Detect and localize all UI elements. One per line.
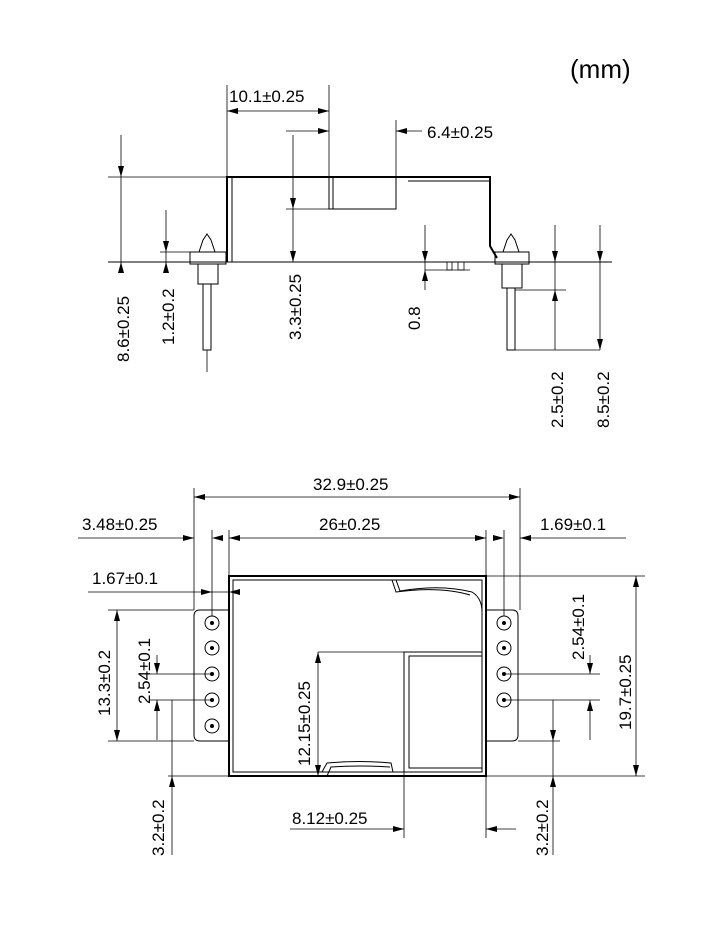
top-right-pins [496, 615, 512, 708]
dim-2-5: 2.5±0.2 [548, 371, 567, 428]
dim-1-67: 1.67±0.1 [92, 569, 158, 588]
side-right-pin [494, 233, 600, 351]
dim-8-6: 8.6±0.25 [114, 296, 133, 362]
side-view: 10.1±0.25 6.4±0.25 8.6±0.25 1.2±0.2 3.3±… [108, 85, 613, 428]
dim-0-8: 0.8 [405, 306, 424, 330]
dim-3-3: 3.3±0.25 [286, 274, 305, 340]
dim-19-7: 19.7±0.25 [616, 654, 635, 730]
side-left-pin [189, 233, 227, 372]
dim-13-3: 13.3±0.2 [95, 650, 114, 716]
dim-6-4: 6.4±0.25 [427, 123, 493, 142]
dim-26: 26±0.25 [319, 515, 380, 534]
dim-left-2-54: 2.54±0.1 [135, 638, 154, 704]
top-left-pin-tab [193, 609, 229, 742]
top-bottom-slot [321, 761, 394, 773]
top-curved-notch [395, 579, 483, 613]
top-view: 32.9±0.25 26±0.25 3.48±0.25 1.69±0.1 1.6… [78, 475, 645, 856]
unit-label: (mm) [570, 54, 631, 84]
top-left-pins [204, 615, 220, 734]
dim-8-12: 8.12±0.25 [292, 809, 368, 828]
dim-10-1: 10.1±0.25 [229, 87, 305, 106]
dim-8-5: 8.5±0.2 [594, 371, 613, 428]
top-window [403, 651, 483, 773]
top-body-outline [228, 575, 487, 777]
side-body-outline [226, 176, 498, 262]
side-window [328, 176, 397, 210]
dim-right-2-54: 2.54±0.1 [569, 594, 588, 660]
dim-12-15: 12.15±0.25 [295, 681, 314, 766]
dim-1-69: 1.69±0.1 [540, 515, 606, 534]
top-right-pin-tab [486, 609, 519, 742]
dim-right-3-2: 3.2±0.2 [533, 799, 552, 856]
dim-32-9: 32.9±0.25 [313, 475, 389, 494]
dim-3-48: 3.48±0.25 [82, 515, 158, 534]
dim-left-3-2: 3.2±0.2 [149, 799, 168, 856]
dim-1-2: 1.2±0.2 [159, 288, 178, 345]
